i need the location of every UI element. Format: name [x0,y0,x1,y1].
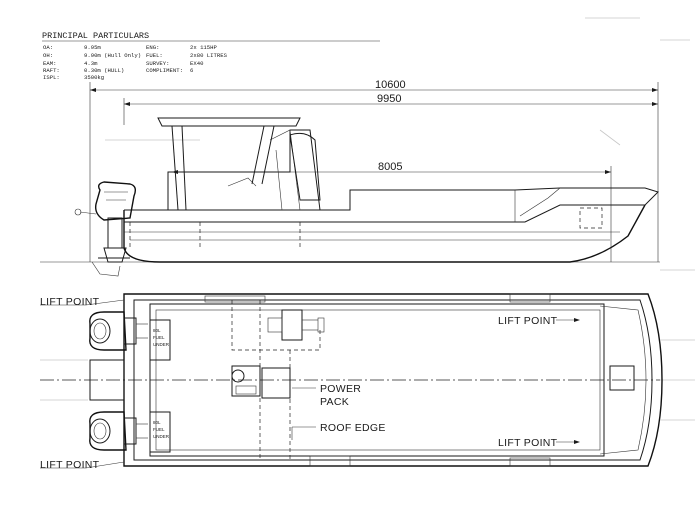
particulars-row: ISPL: 3500kg [43,74,104,81]
dimension-lines: 10600 9950 8005 [89,79,659,262]
helm-console [281,309,303,341]
particulars-row: EAM: 4.3m SURVEY: EX40 [43,60,204,67]
faint-background-marks [105,17,695,381]
lift-point-label-aft-port: LIFT POINT [40,296,100,308]
particulars-title: PRINCIPAL PARTICULARS [42,31,149,41]
fuel-tank-label: UNDER [153,342,170,347]
helm-seat [289,132,321,201]
hull-outline [123,204,646,263]
outboard-motor-side [74,181,137,277]
row-value: 9.95m [84,44,101,51]
particulars-row: RAFT: 0.30m (HULL) COMPLIMENT: 6 [43,67,193,74]
dimension-overall-length: 10600 [375,79,406,91]
particulars-row: OA: 9.95m ENG: 2x 115HP [43,44,217,51]
power-pack-label-line2: PACK [320,396,349,408]
row-value: 3500kg [84,74,104,81]
row-value: 9.90m (Hull Only) [84,52,141,59]
row-value: 4.3m [84,60,98,67]
row-value-2: 2x80 LITRES [190,52,228,59]
row-label: OH: [43,52,53,59]
row-label-2: FUEL: [146,52,163,59]
row-value-2: 6 [190,67,193,74]
dimension-hull-length: 9950 [377,93,401,105]
fuel-tank-label: 80L [153,420,161,425]
fuel-tank-label: UNDER [153,434,170,439]
principal-particulars-table: PRINCIPAL PARTICULARS OA: 9.95m ENG: 2x … [42,31,380,81]
deck-outline [123,293,663,467]
row-label-2: ENG: [146,44,159,51]
lift-point-label-aft-starboard: LIFT POINT [40,459,100,471]
faint-plan-marks [40,339,695,421]
plan-view: 80L FUEL UNDER 80L FUEL UNDER [40,293,663,471]
row-label-2: COMPLIMENT: [146,67,183,74]
particulars-row: OH: 9.90m (Hull Only) FUEL: 2x80 LITRES [43,52,228,59]
canopy-top [157,117,301,127]
row-label: EAM: [43,60,56,67]
row-label-2: SURVEY: [146,60,170,67]
side-elevation-view [40,117,660,277]
power-pack-box [261,367,291,399]
row-label: OA: [43,44,53,51]
sheer-line [124,187,659,223]
row-label: RAFT: [43,67,60,74]
row-value-2: 2x 115HP [190,44,217,51]
row-label: ISPL: [43,74,60,81]
roof-edge-label: ROOF EDGE [320,422,386,434]
power-pack-label: POWER [320,383,361,395]
canopy-frame-post [171,125,179,211]
dimension-deck-length: 8005 [378,161,402,173]
row-value-2: EX40 [190,60,204,67]
lift-point-label-fwd-port: LIFT POINT [498,315,558,327]
helm-seat-plan [231,365,261,397]
outboard-motor-plan-port [89,311,148,351]
fuel-tank-label: FUEL [153,335,165,340]
lift-point-label-fwd-starboard: LIFT POINT [498,437,558,449]
console-structure [167,129,321,211]
row-value: 0.30m (HULL) [84,67,124,74]
fuel-tank-label: FUEL [153,427,165,432]
fuel-tank-port: 80L FUEL UNDER [149,319,171,361]
fuel-tank-starboard: 80L FUEL UNDER [149,411,171,453]
outboard-motor-plan-starboard [89,411,148,451]
fuel-tank-label: 80L [153,328,161,333]
